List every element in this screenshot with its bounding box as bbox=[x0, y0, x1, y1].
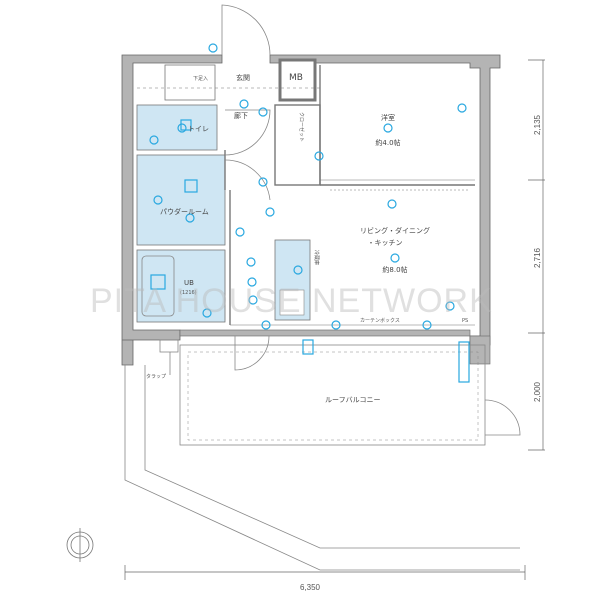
label-ldk-line1: リビング・ダイニング bbox=[360, 226, 430, 235]
label-western-room: 洋室 bbox=[381, 113, 395, 122]
dimension-lines bbox=[124, 59, 545, 580]
dim-right-top: 2,135 bbox=[533, 114, 542, 135]
label-curtain-box: カーテンボックス bbox=[360, 317, 400, 324]
bathtub bbox=[141, 255, 175, 317]
dim-right-middle: 2,716 bbox=[533, 247, 542, 268]
closet bbox=[274, 104, 321, 186]
label-western-room-size: 約4.0帖 bbox=[375, 138, 400, 147]
label-toilet: トイレ bbox=[188, 125, 209, 133]
dim-right-bottom: 2,000 bbox=[533, 381, 542, 402]
label-ldk-size: 約8.0帖 bbox=[382, 265, 407, 274]
wall-pillar bbox=[469, 335, 491, 365]
label-hallway: 廊下 bbox=[234, 111, 248, 120]
balcony-exit-door[interactable] bbox=[484, 399, 521, 436]
label-ladder: タラップ bbox=[146, 373, 166, 380]
label-shoe-storage: 下足入 bbox=[193, 76, 208, 82]
kitchen-sink bbox=[279, 289, 305, 316]
label-bath-size: (1216) bbox=[180, 290, 197, 296]
shoe-storage bbox=[164, 64, 216, 101]
label-entrance: 玄関 bbox=[236, 73, 250, 82]
label-mb: MB bbox=[289, 73, 303, 83]
powder-room bbox=[136, 154, 226, 246]
label-fridge: 冷蔵庫 bbox=[313, 250, 320, 265]
roof-balcony bbox=[124, 339, 520, 571]
label-powder-room: パウダールーム bbox=[160, 207, 209, 216]
entrance-door[interactable] bbox=[221, 4, 271, 56]
compass-icon bbox=[66, 528, 94, 562]
label-ps: PS bbox=[462, 318, 468, 324]
balcony-wall bbox=[179, 329, 471, 337]
hall-door[interactable] bbox=[224, 109, 271, 156]
label-ldk-line2: ・キッチン bbox=[368, 239, 403, 247]
interior-walls bbox=[137, 58, 475, 326]
powder-door[interactable] bbox=[224, 159, 271, 201]
watermark: PITA HOUSE NETWORK bbox=[90, 282, 493, 320]
electrical-fixtures bbox=[149, 43, 470, 383]
balcony-door[interactable] bbox=[234, 335, 270, 371]
dim-bottom-total: 6,350 bbox=[300, 583, 321, 592]
mb-shaft bbox=[278, 58, 317, 102]
label-bath: UB bbox=[184, 279, 194, 287]
label-roof-balcony: ルーフバルコニー bbox=[325, 396, 380, 404]
label-closet: クローゼット bbox=[298, 112, 305, 142]
